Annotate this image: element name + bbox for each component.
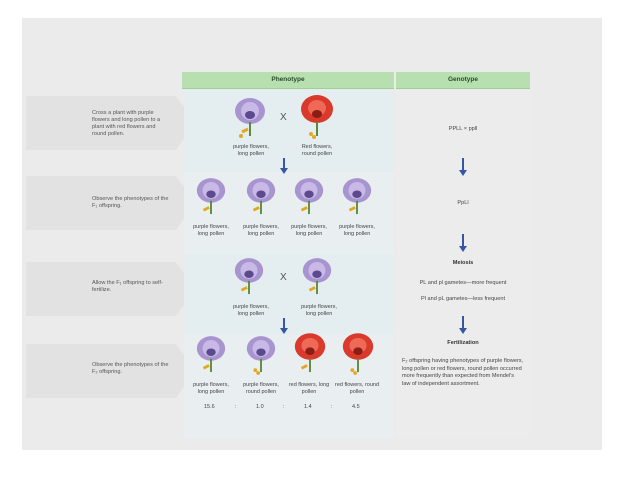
step-3: Allow the F₁ offspring to self-fertilize… [26,262,196,316]
meiosis-line-2: Pl and pL gametes—less frequent [420,296,506,302]
step-3-text: Allow the F₁ offspring to self-fertilize… [92,280,163,293]
step-arrow-bg [26,262,196,316]
purple-flower-icon [246,336,276,375]
step-2: Observe the phenotypes of the F₁ offspri… [26,176,196,230]
ratio-value: 4.5 [352,404,360,410]
row2-label-3: purple flowers, long pollen [291,224,327,237]
step-1: Cross a plant with purple flowers and lo… [26,96,196,150]
phenotype-arrow-shaft [283,318,285,330]
ratio-value: 1.0 [256,404,264,410]
row1-right-label: Red flowers, round pollen [301,144,333,157]
row4-label-2: purple flowers, round pollen [243,382,279,395]
down-arrow-icon [280,328,288,334]
step-arrow-bg [26,96,196,150]
purple-flower-icon [246,178,276,215]
ratio-value: 15.6 [204,404,215,410]
fertilization-text: F₂ offspring having phenotypes of purple… [402,358,524,387]
phenotype-arrow-shaft [283,158,285,170]
purple-flower-icon [235,98,265,138]
row2-label-1: purple flowers, long pollen [193,224,229,237]
row4-label-4: red flowers, round pollen [334,382,380,395]
row2-label-4: purple flowers, long pollen [339,224,375,237]
step-arrow-bg [26,344,196,398]
down-arrow-icon [459,328,467,334]
red-flower-icon [301,95,333,139]
meiosis-title: Meiosis [452,260,474,266]
row4-label-3: red flowers, long pollen [288,382,330,395]
purple-flower-icon [234,258,264,295]
purple-flower-icon [302,258,332,295]
ratio-separator: : [331,404,333,410]
row3-left-label: purple flowers, long pollen [233,304,269,317]
purple-flower-icon [196,336,226,373]
cross-symbol: X [280,112,287,123]
ratio-value: 1.4 [304,404,312,410]
phenotype-row-3 [184,254,394,334]
genotype-f1: PpLl [457,200,469,206]
down-arrow-icon [459,246,467,252]
row3-right-label: purple flowers, long pollen [301,304,337,317]
step-arrow-bg [26,176,196,230]
genotype-column [396,90,530,438]
step-1-text: Cross a plant with purple flowers and lo… [92,110,161,137]
down-arrow-icon [280,168,288,174]
down-arrow-icon [459,170,467,176]
fertilization-title: Fertilization [447,340,479,346]
meiosis-line-1: PL and pl gametes—more frequent [419,280,507,286]
genotype-arrow-shaft [462,316,464,330]
step-4-text: Observe the phenotypes of the F₂ offspri… [92,362,169,375]
ratio-separator: : [283,404,285,410]
genotype-cross: PPLL × ppll [448,126,478,132]
cross-symbol: X [280,272,287,283]
genotype-arrow-shaft [462,158,464,172]
row4-label-1: purple flowers, long pollen [193,382,229,395]
red-flower-icon [342,333,374,375]
phenotype-row-1 [184,90,394,172]
diagram-panel: Phenotype Genotype Cross a plant with pu… [22,18,602,450]
genotype-header: Genotype [396,72,530,89]
phenotype-header: Phenotype [182,72,394,89]
purple-flower-icon [294,178,324,215]
step-4: Observe the phenotypes of the F₂ offspri… [26,344,196,398]
step-2-text: Observe the phenotypes of the F₁ offspri… [92,196,169,209]
red-flower-icon [294,333,326,373]
purple-flower-icon [196,178,226,215]
row2-label-2: purple flowers, long pollen [243,224,279,237]
ratio-separator: : [235,404,237,410]
purple-flower-icon [342,178,372,215]
genotype-arrow-shaft [462,234,464,248]
row1-left-label: purple flowers, long pollen [233,144,269,157]
